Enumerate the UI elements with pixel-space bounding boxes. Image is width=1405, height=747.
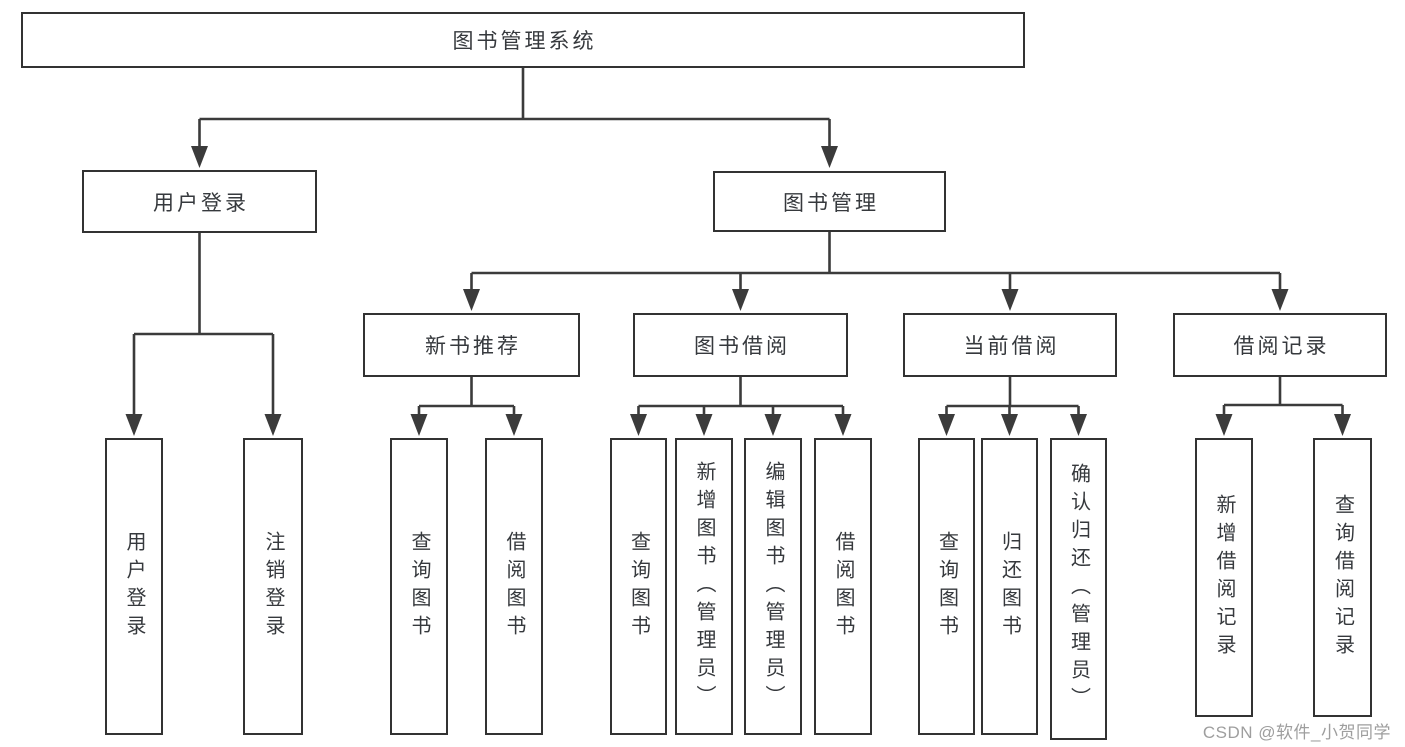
node-current-borrowing-label: 当前借阅: [963, 335, 1060, 358]
node-borrowing-records: 借阅记录: [1173, 313, 1387, 377]
node-book-borrowing-label: 图书借阅: [694, 335, 790, 358]
connector-userlogin-children: [132, 233, 275, 417]
node-user-login: 用户登录: [82, 170, 317, 233]
node-new-book-recommend-label: 新书推荐: [425, 335, 521, 358]
node-current-query-books-label: 查询图书: [935, 530, 958, 643]
node-new-book-recommend: 新书推荐: [363, 313, 580, 377]
arrowheads: [125, 146, 1351, 436]
node-book-management-label: 图书管理: [783, 191, 879, 215]
connector-bookmgmt-children: [470, 232, 1282, 292]
csdn-watermark: CSDN @软件_小贺同学: [1202, 723, 1391, 742]
node-user-login-label: 用户登录: [153, 191, 249, 215]
node-book-management: 图书管理: [713, 171, 946, 232]
node-borrowing-borrow-books-label: 借阅图书: [832, 530, 854, 643]
node-borrowing-edit-books-label: 编辑图书（管理员）: [762, 460, 784, 713]
node-borrowing-query-books: 查询图书: [610, 438, 667, 735]
node-records-query-record: 查询借阅记录: [1313, 438, 1372, 717]
node-login: 用户登录: [105, 438, 163, 735]
node-root: 图书管理系统: [21, 12, 1025, 68]
node-borrowing-add-books-label: 新增图书（管理员）: [693, 460, 715, 713]
node-logout: 注销登录: [243, 438, 303, 735]
node-recommend-query-books: 查询图书: [390, 438, 448, 735]
node-login-label: 用户登录: [123, 530, 145, 643]
node-current-query-books: 查询图书: [918, 438, 975, 735]
node-logout-label: 注销登录: [262, 530, 284, 643]
node-root-label: 图书管理系统: [452, 30, 597, 53]
node-recommend-query-books-label: 查询图书: [408, 530, 430, 643]
connector-borrowing-children: [637, 377, 845, 417]
node-current-confirm-return: 确认归还（管理员）: [1050, 438, 1107, 740]
node-current-confirm-return-label: 确认归还（管理员）: [1067, 463, 1090, 715]
connector-root-to-level2: [198, 68, 831, 149]
connector-recommend-children: [417, 377, 516, 417]
node-records-add-record: 新增借阅记录: [1195, 438, 1253, 717]
node-recommend-borrow-books-label: 借阅图书: [503, 530, 525, 643]
node-borrowing-edit-books: 编辑图书（管理员）: [744, 438, 802, 735]
node-current-return-books: 归还图书: [981, 438, 1038, 735]
node-records-add-record-label: 新增借阅记录: [1213, 493, 1235, 662]
node-book-borrowing: 图书借阅: [633, 313, 848, 377]
node-records-query-record-label: 查询借阅记录: [1331, 493, 1354, 662]
node-borrowing-records-label: 借阅记录: [1233, 335, 1330, 358]
node-recommend-borrow-books: 借阅图书: [485, 438, 543, 735]
node-current-borrowing: 当前借阅: [903, 313, 1117, 377]
node-borrowing-add-books: 新增图书（管理员）: [675, 438, 733, 735]
node-current-return-books-label: 归还图书: [998, 530, 1021, 643]
connector-current-children: [945, 377, 1080, 417]
node-borrowing-borrow-books: 借阅图书: [814, 438, 872, 735]
node-borrowing-query-books-label: 查询图书: [627, 530, 650, 643]
connector-records-children: [1222, 377, 1344, 417]
